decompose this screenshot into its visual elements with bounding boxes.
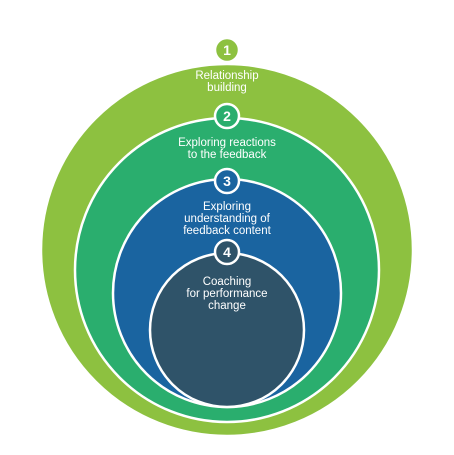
stage-1-label-line-1: Relationship (195, 70, 258, 82)
stage-4-badge-circle (213, 238, 241, 266)
stage-3-label-line-1: Exploring (203, 201, 251, 213)
stage-1-badge: 1 (213, 36, 241, 64)
stage-4-number: 4 (223, 244, 231, 260)
stage-1-number: 1 (223, 42, 231, 58)
stage-3-badge-circle (213, 167, 241, 195)
stage-2-label-line-2: to the feedback (188, 149, 267, 161)
stage-4-label-line-3: change (208, 300, 246, 312)
stage-4-label-line-1: Coaching (203, 276, 252, 288)
stage-3-label-line-2: understanding of (184, 213, 270, 225)
stage-1-label: Relationship building (195, 70, 258, 94)
stage-3-number: 3 (223, 173, 231, 189)
stage-3-label-line-3: feedback content (183, 225, 271, 237)
stage-4-label-line-2: for performance (186, 288, 267, 300)
stage-1-label-line-2: building (207, 82, 247, 94)
stage-2-badge: 2 (213, 102, 241, 130)
stage-3-label: Exploring understanding of feedback cont… (183, 201, 271, 237)
stage-2-label-line-1: Exploring reactions (178, 137, 276, 149)
stage-2-label: Exploring reactions to the feedback (178, 137, 276, 161)
stage-4-label: Coaching for performance change (186, 276, 267, 312)
stage-4-badge: 4 (213, 238, 241, 266)
stage-2-number: 2 (223, 108, 231, 124)
stage-2-badge-circle (213, 102, 241, 130)
stage-1-badge-circle (213, 36, 241, 64)
stage-3-badge: 3 (213, 167, 241, 195)
